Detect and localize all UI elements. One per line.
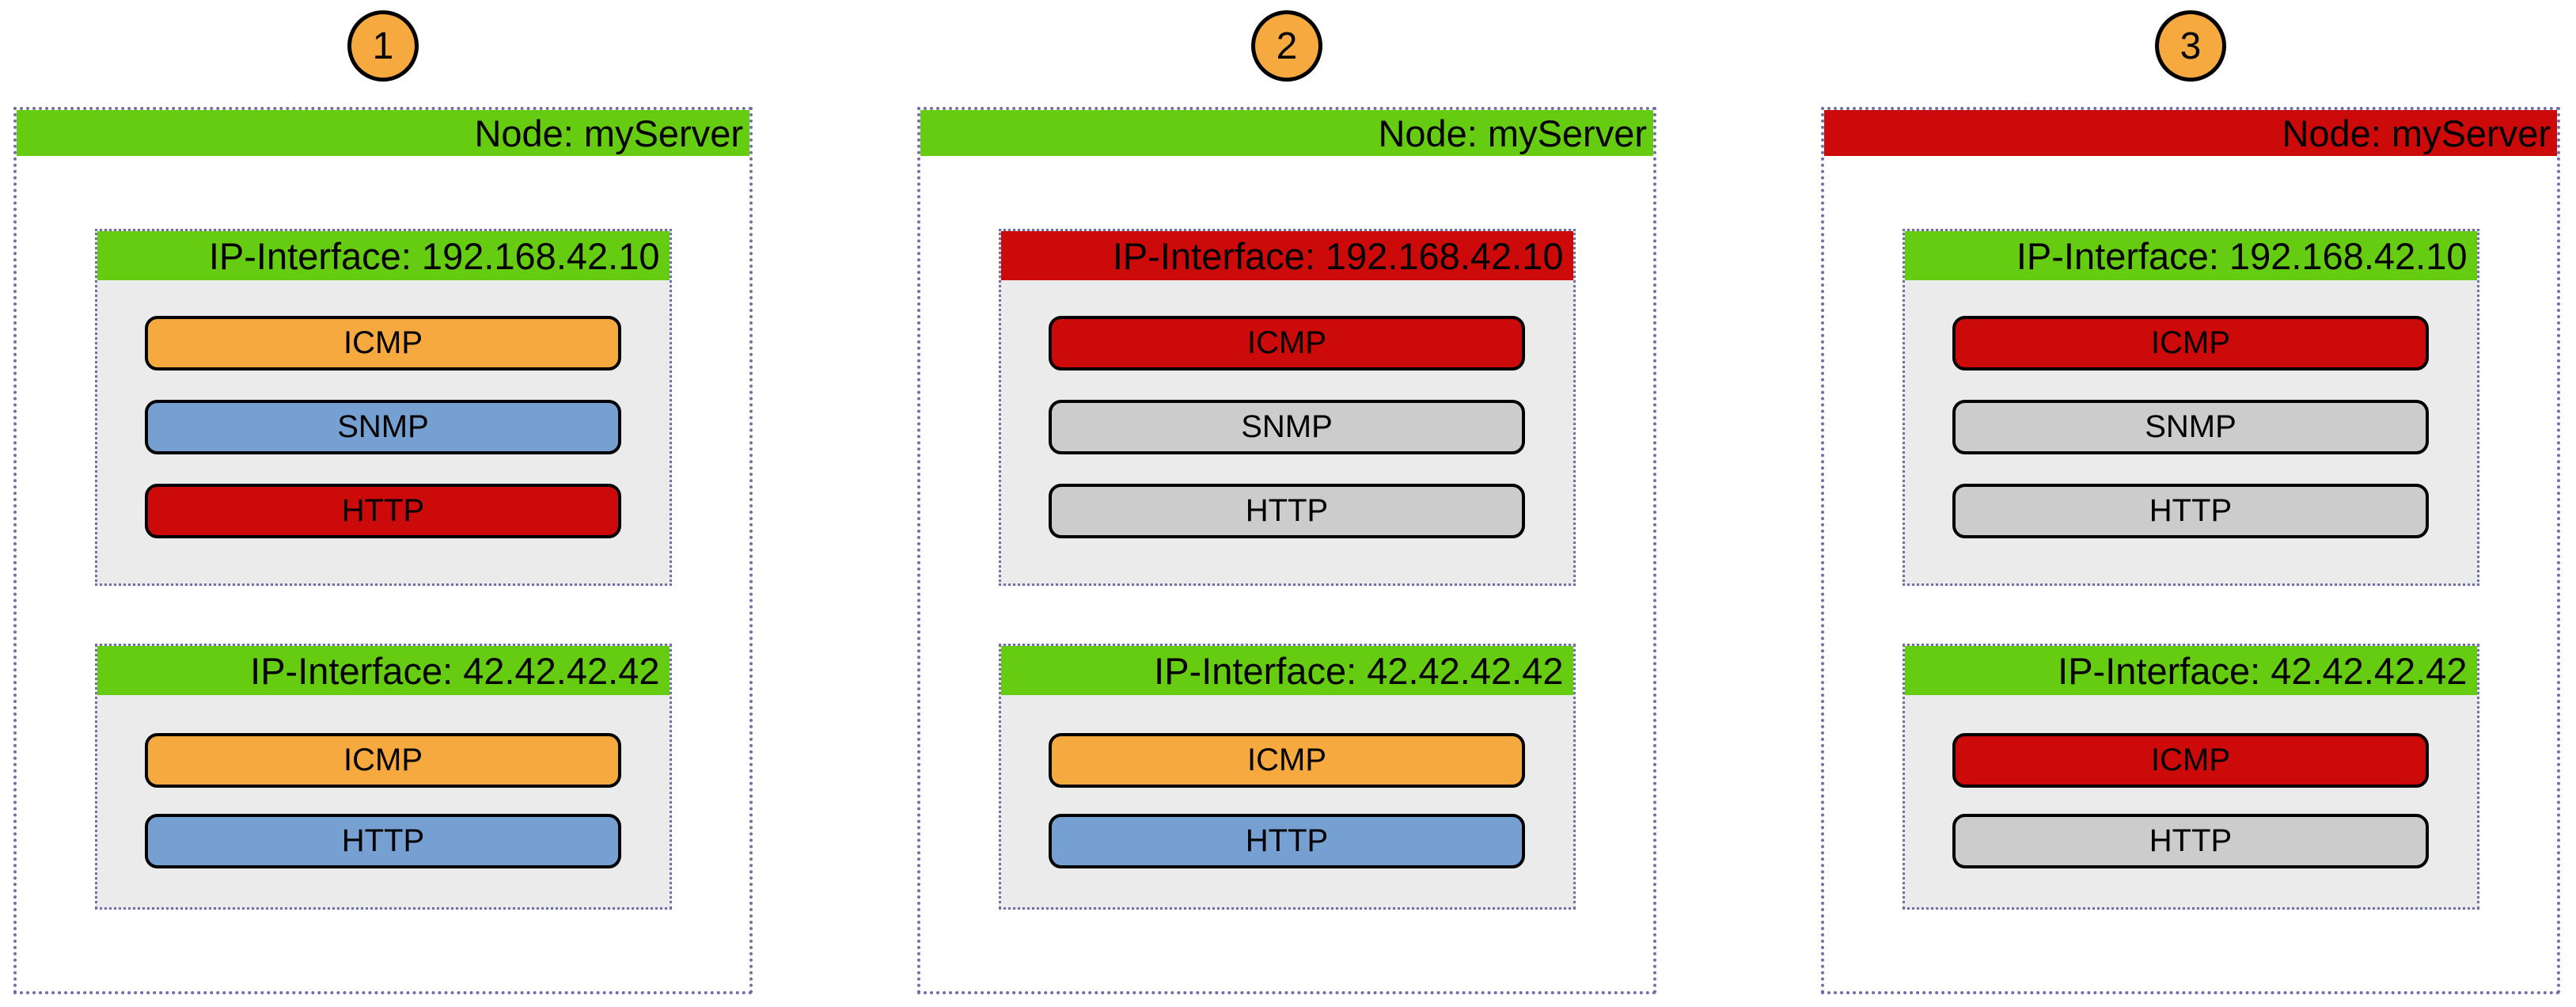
step-number-badge: 3: [2155, 10, 2226, 82]
service-badge: ICMP: [1049, 733, 1525, 788]
node-box: Node: myServer IP-Interface: 192.168.42.…: [917, 107, 1656, 994]
interface-box: IP-Interface: 42.42.42.42 ICMP HTTP: [94, 644, 672, 910]
service-badge: ICMP: [145, 316, 621, 370]
service-badge: SNMP: [1049, 400, 1525, 454]
service-badge: ICMP: [145, 733, 621, 788]
scenario-panel-2: 2 Node: myServer IP-Interface: 192.168.4…: [917, 0, 1656, 1007]
step-number-badge: 2: [1251, 10, 1322, 82]
service-list: ICMP HTTP: [97, 695, 670, 868]
interface-status-bar: IP-Interface: 42.42.42.42: [1000, 646, 1573, 695]
node-status-bar: Node: myServer: [1824, 110, 2557, 156]
service-badge: HTTP: [1049, 484, 1525, 538]
service-list: ICMP SNMP HTTP: [1905, 280, 2477, 538]
interface-status-bar: IP-Interface: 192.168.42.10: [1904, 231, 2477, 280]
interface-status-bar: IP-Interface: 192.168.42.10: [1000, 231, 1573, 280]
service-badge: HTTP: [1952, 814, 2429, 868]
node-box: Node: myServer IP-Interface: 192.168.42.…: [1821, 107, 2560, 994]
node-status-bar: Node: myServer: [17, 110, 749, 156]
interface-box: IP-Interface: 42.42.42.42 ICMP HTTP: [1902, 644, 2479, 910]
service-badge: ICMP: [1952, 733, 2429, 788]
step-number-badge: 1: [347, 10, 419, 82]
service-badge: SNMP: [1952, 400, 2429, 454]
service-list: ICMP HTTP: [1001, 695, 1573, 868]
service-list: ICMP SNMP HTTP: [1001, 280, 1573, 538]
service-badge: HTTP: [145, 484, 621, 538]
service-badge: SNMP: [145, 400, 621, 454]
interface-status-bar: IP-Interface: 192.168.42.10: [97, 231, 670, 280]
interface-box: IP-Interface: 192.168.42.10 ICMP SNMP HT…: [94, 229, 672, 586]
scenario-panel-3: 3 Node: myServer IP-Interface: 192.168.4…: [1821, 0, 2560, 1007]
interface-box: IP-Interface: 192.168.42.10 ICMP SNMP HT…: [998, 229, 1576, 586]
interface-status-bar: IP-Interface: 42.42.42.42: [1904, 646, 2477, 695]
scenario-panel-1: 1 Node: myServer IP-Interface: 192.168.4…: [13, 0, 753, 1007]
interface-box: IP-Interface: 42.42.42.42 ICMP HTTP: [998, 644, 1576, 910]
service-badge: HTTP: [1049, 814, 1525, 868]
node-box: Node: myServer IP-Interface: 192.168.42.…: [13, 107, 753, 994]
service-list: ICMP SNMP HTTP: [97, 280, 670, 538]
node-status-bar: Node: myServer: [920, 110, 1653, 156]
service-badge: ICMP: [1952, 316, 2429, 370]
interface-status-bar: IP-Interface: 42.42.42.42: [97, 646, 670, 695]
service-list: ICMP HTTP: [1905, 695, 2477, 868]
service-badge: HTTP: [145, 814, 621, 868]
interface-box: IP-Interface: 192.168.42.10 ICMP SNMP HT…: [1902, 229, 2479, 586]
service-badge: HTTP: [1952, 484, 2429, 538]
service-badge: ICMP: [1049, 316, 1525, 370]
